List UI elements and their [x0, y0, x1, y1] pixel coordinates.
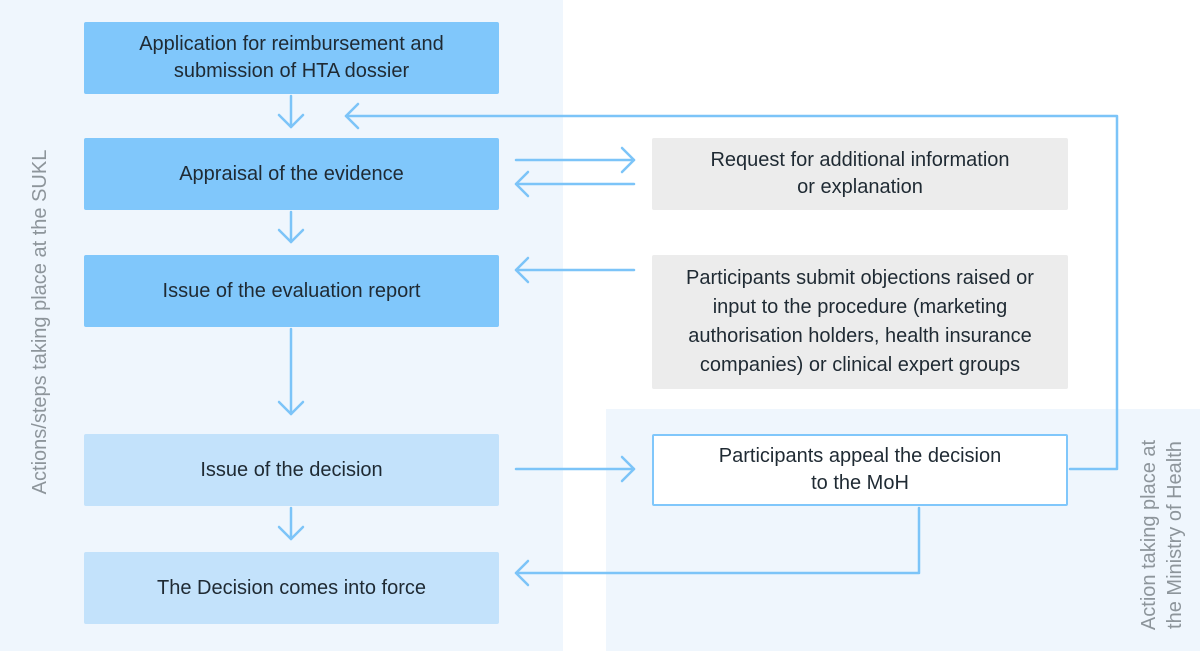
- step-decision: Issue of the decision: [84, 434, 499, 506]
- step-evaluation-report-text: Issue of the evaluation report: [162, 279, 421, 302]
- arrow-objections-to-evaluation: [514, 256, 636, 284]
- arrow-appraisal-to-request: [514, 146, 636, 174]
- step-decision-text: Issue of the decision: [200, 458, 383, 481]
- objections-box: Participants submit objections raised or…: [652, 255, 1068, 389]
- arrow-appeal-to-in-force: [514, 506, 921, 587]
- arrow-decision-to-in-force: [277, 506, 305, 541]
- step-appraisal-text: Appraisal of the evidence: [179, 162, 404, 185]
- step-in-force-text: The Decision comes into force: [156, 576, 426, 599]
- step-application: Application for reimbursement and submis…: [84, 22, 499, 94]
- step-application-text: Application for reimbursement and submis…: [139, 33, 444, 82]
- arrow-evaluation-to-decision: [277, 327, 305, 416]
- appeal-text: Participants appeal the decision to the …: [718, 445, 1002, 494]
- appeal-box: Participants appeal the decision to the …: [652, 434, 1068, 506]
- step-evaluation-report: Issue of the evaluation report: [84, 255, 499, 327]
- arrow-application-to-appraisal: [277, 94, 305, 129]
- step-in-force: The Decision comes into force: [84, 552, 499, 624]
- arrow-decision-to-appeal: [514, 455, 636, 483]
- request-info-box: Request for additional information or ex…: [652, 138, 1068, 210]
- step-appraisal: Appraisal of the evidence: [84, 138, 499, 210]
- arrow-request-to-appraisal: [514, 170, 636, 198]
- arrow-appeal-loop-to-appraisal: [344, 102, 1119, 471]
- arrow-appraisal-to-evaluation: [277, 210, 305, 244]
- request-info-text: Request for additional information or ex…: [710, 149, 1010, 198]
- objections-text: Participants submit objections raised or…: [686, 267, 1034, 376]
